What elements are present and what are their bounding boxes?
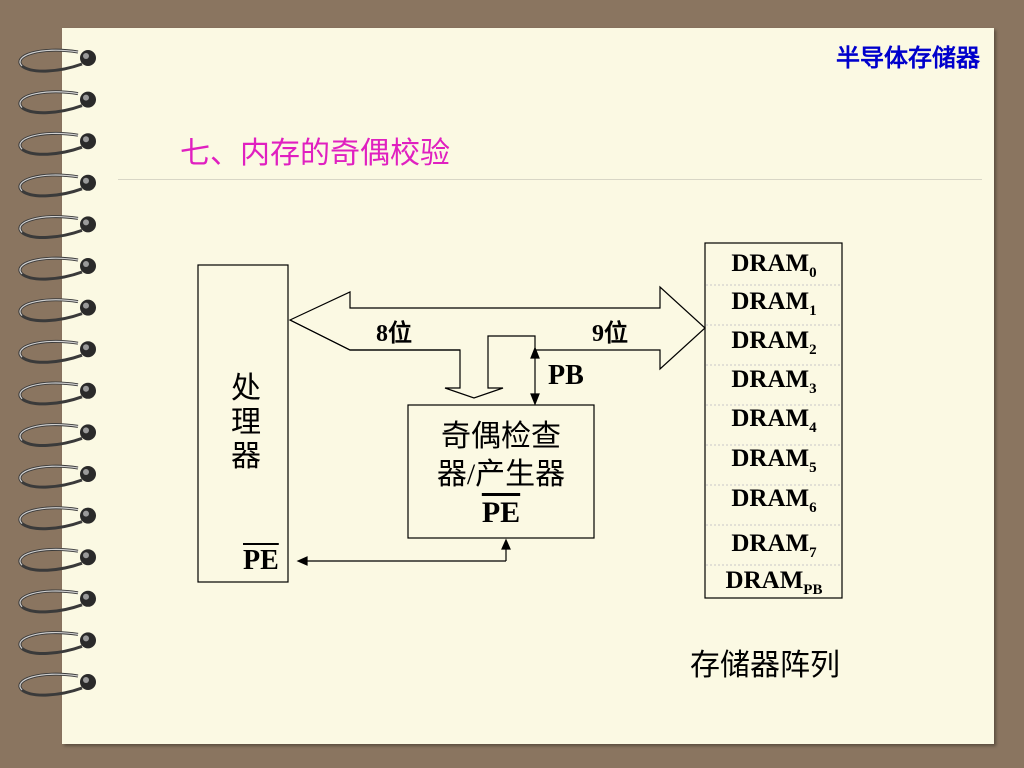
binding-ring (18, 256, 96, 281)
notebook-page (62, 28, 994, 744)
pb-label: PB (548, 360, 584, 391)
dram-module-1: DRAM1 (706, 288, 842, 320)
dram-subscript: PB (803, 582, 823, 598)
data-bus-left-tail (289, 319, 460, 351)
binding-ring (18, 464, 96, 489)
pb-arrow (530, 346, 540, 406)
binding-ring (18, 173, 96, 198)
parity-checker-box (407, 404, 595, 539)
data-bus-outline (288, 285, 706, 399)
dram-subscript: 7 (809, 545, 817, 561)
binding-ring (18, 506, 96, 531)
binding-ring (18, 215, 96, 239)
memory-array-box (704, 242, 843, 599)
dram-subscript: 2 (809, 342, 817, 358)
binding-ring (18, 547, 96, 572)
processor-box (197, 264, 289, 583)
dram-prefix: DRAM (731, 288, 810, 315)
slide-title: 七、内存的奇偶校验 (180, 136, 450, 171)
dram-subscript: 0 (809, 265, 817, 281)
parity-checker-line1: 奇偶检查 (441, 420, 561, 453)
binding-ring (18, 381, 96, 406)
dram-prefix: DRAM (731, 405, 810, 432)
dram-module-3: DRAM3 (706, 366, 842, 398)
parity-checker-label: 奇偶检查 器/产生器 PE (408, 418, 594, 532)
dram-module-pb: DRAMPB (706, 567, 842, 599)
dram-module-5: DRAM5 (706, 445, 842, 477)
binding-ring (18, 589, 96, 614)
dram-subscript: 3 (809, 381, 817, 397)
binding-ring (18, 298, 96, 323)
dram-prefix: DRAM (731, 485, 810, 512)
binding-ring (18, 423, 96, 447)
dram-subscript: 5 (809, 460, 817, 476)
dram-prefix: DRAM (731, 327, 810, 354)
binding-ring (18, 48, 96, 73)
processor-label: 处理器 (231, 372, 261, 473)
dram-prefix: DRAM (731, 530, 810, 557)
dram-module-7: DRAM7 (706, 530, 842, 562)
dram-prefix: DRAM (731, 366, 810, 393)
slide-header: 半导体存储器 (836, 44, 980, 72)
binding-ring (18, 672, 96, 697)
checker-pe-label: PE (481, 496, 521, 529)
pe-signal-arrow (296, 538, 511, 566)
dram-module-6: DRAM6 (706, 485, 842, 517)
dram-module-2: DRAM2 (706, 327, 842, 359)
binding-ring (18, 90, 96, 115)
dram-subscript: 6 (809, 500, 817, 516)
dram-prefix: DRAM (731, 445, 810, 472)
title-divider (118, 179, 982, 180)
dram-dividers (706, 284, 841, 566)
memory-array-label: 存储器阵列 (690, 648, 840, 683)
binding-ring (18, 131, 96, 156)
dram-prefix: DRAM (731, 250, 810, 277)
processor-pe-label: PE (243, 545, 279, 576)
dram-subscript: 1 (809, 303, 817, 319)
dram-module-4: DRAM4 (706, 405, 842, 437)
bus-8bit-label: 8位 (376, 321, 412, 347)
bus-9bit-label: 9位 (592, 321, 628, 347)
binding-ring (18, 339, 96, 364)
dram-prefix: DRAM (725, 567, 804, 594)
parity-checker-line2: 器/产生器 (436, 458, 566, 491)
dram-subscript: 4 (809, 420, 817, 436)
dram-module-0: DRAM0 (706, 250, 842, 282)
binding-ring (18, 631, 96, 655)
